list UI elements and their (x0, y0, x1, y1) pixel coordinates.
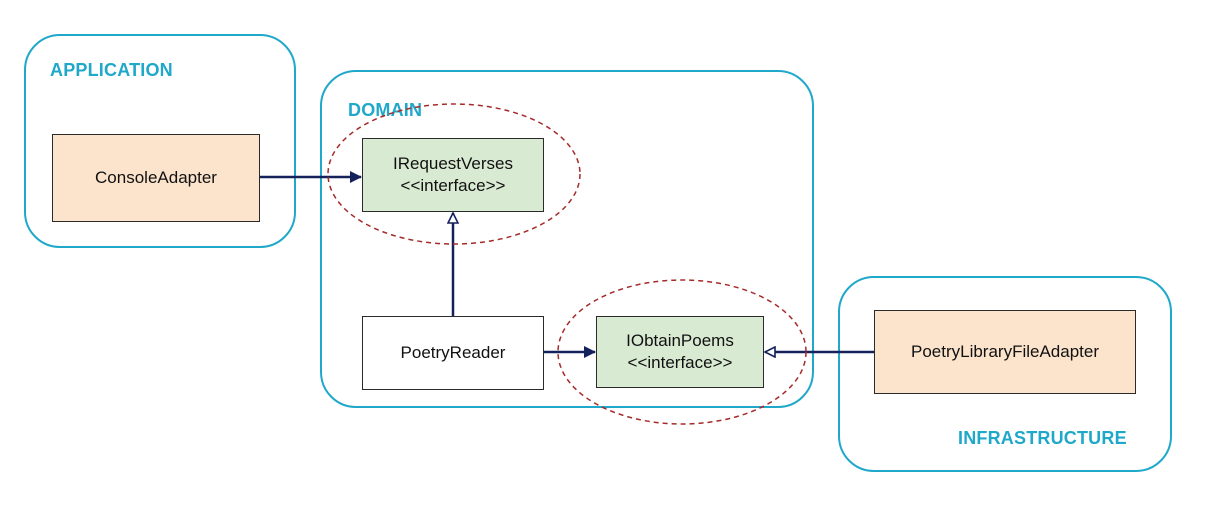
obtain-poems-highlight-ellipse (557, 279, 807, 425)
obtain-poems-name: IObtainPoems (626, 331, 734, 350)
console-adapter-name: ConsoleAdapter (95, 168, 217, 187)
console-adapter-box: ConsoleAdapter (52, 134, 260, 222)
request-verses-interface-box: IRequestVerses <<interface>> (362, 138, 544, 212)
poetry-reader-name: PoetryReader (400, 343, 506, 362)
request-verses-stereotype: <<interface>> (400, 176, 506, 195)
poetry-library-file-adapter-box: PoetryLibraryFileAdapter (874, 310, 1136, 394)
poetry-library-file-adapter-name: PoetryLibraryFileAdapter (910, 342, 1100, 361)
obtain-poems-stereotype: <<interface>> (627, 353, 733, 372)
infrastructure-zone-label: INFRASTRUCTURE (958, 428, 1127, 448)
obtain-poems-interface-box: IObtainPoems <<interface>> (596, 316, 764, 388)
application-zone-label: APPLICATION (50, 60, 173, 80)
request-verses-name: IRequestVerses (392, 154, 513, 173)
domain-zone-label: DOMAIN (348, 100, 423, 120)
request-verses-highlight-ellipse (327, 103, 581, 245)
poetry-reader-box: PoetryReader (362, 316, 544, 390)
